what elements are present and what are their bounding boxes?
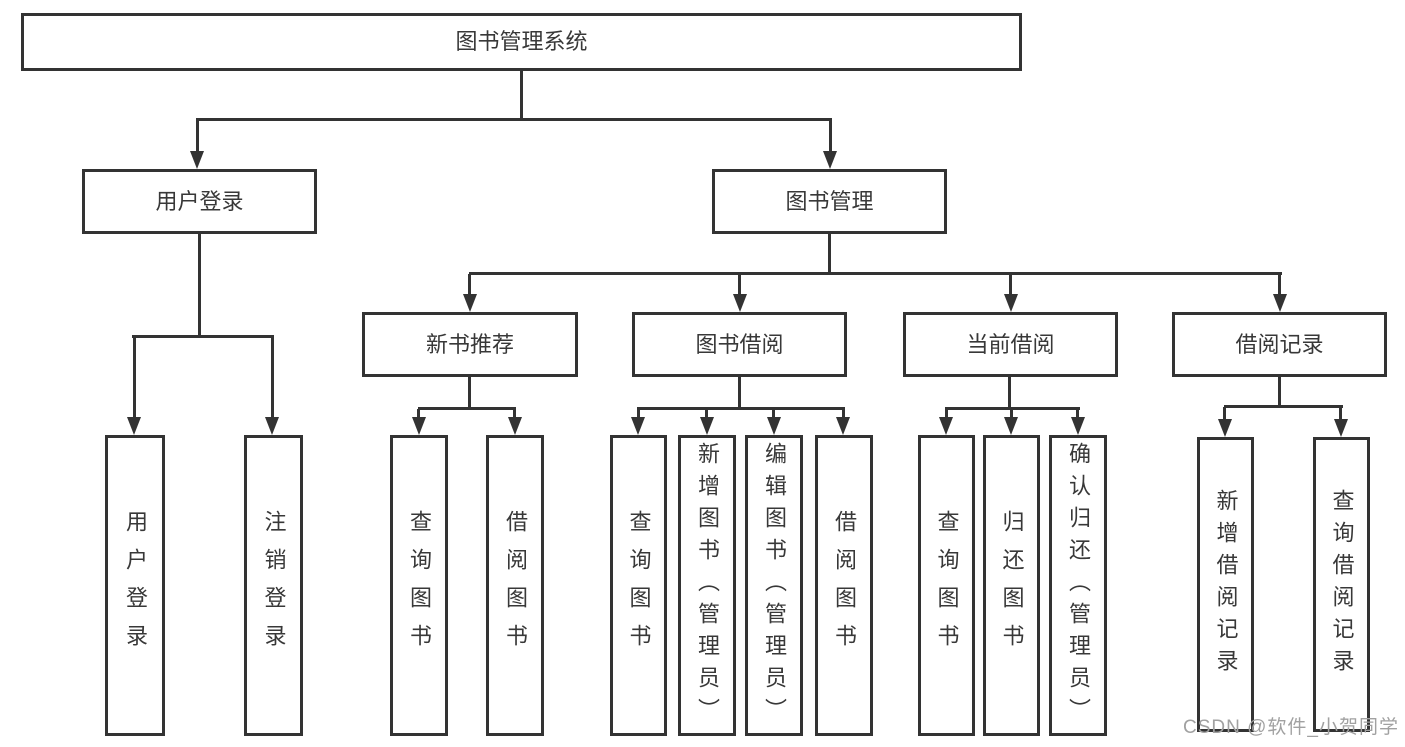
leaf-edit-book-admin-label: 编辑图书（管理员） <box>762 441 787 730</box>
connector-userlogin-drop-1 <box>133 337 136 417</box>
connector-bookmgmt-drop-1 <box>468 274 471 294</box>
arrow-down-icon <box>836 417 850 435</box>
connector-current-bar <box>945 407 1080 410</box>
node-root: 图书管理系统 <box>21 13 1022 71</box>
leaf-query-book-a: 查询图书 <box>390 435 448 736</box>
node-user-login: 用户登录 <box>82 169 317 234</box>
arrow-down-icon <box>823 151 837 169</box>
csdn-watermark: CSDN @软件_小贺同学 <box>1183 717 1399 738</box>
leaf-logout: 注销登录 <box>244 435 303 736</box>
connector-current-stem <box>1008 377 1011 408</box>
arrow-down-icon <box>1004 294 1018 312</box>
node-book-borrow: 图书借阅 <box>632 312 847 377</box>
connector-root-drop-right <box>829 120 832 152</box>
connector-borrow-drop-2 <box>705 409 708 418</box>
leaf-add-book-admin: 新增图书（管理员） <box>678 435 736 736</box>
leaf-query-book-c: 查询图书 <box>918 435 975 736</box>
connector-current-drop-3 <box>1076 409 1079 418</box>
leaf-borrow-book-a-label: 借阅图书 <box>503 509 528 662</box>
arrow-down-icon <box>190 151 204 169</box>
arrow-down-icon <box>463 294 477 312</box>
connector-borrow-stem <box>738 377 741 408</box>
leaf-confirm-return-admin: 确认归还（管理员） <box>1049 435 1107 736</box>
connector-bookmgmt-drop-2 <box>738 274 741 294</box>
connector-newbook-drop-2 <box>513 409 516 418</box>
node-book-borrow-label: 图书借阅 <box>695 331 784 357</box>
node-new-book-recommend: 新书推荐 <box>362 312 578 377</box>
leaf-borrow-book-b: 借阅图书 <box>815 435 873 736</box>
arrow-down-icon <box>508 417 522 435</box>
node-root-label: 图书管理系统 <box>455 29 588 54</box>
arrow-down-icon <box>412 417 426 435</box>
connector-borrow-drop-1 <box>637 409 640 418</box>
connector-userlogin-drop-2 <box>271 337 274 417</box>
connector-newbook-bar <box>418 407 516 410</box>
arrow-down-icon <box>700 417 714 435</box>
leaf-return-book-label: 归还图书 <box>999 509 1025 662</box>
leaf-query-book-b-label: 查询图书 <box>626 509 652 662</box>
connector-userlogin-bar <box>132 335 274 338</box>
connector-current-drop-1 <box>945 409 948 418</box>
arrow-down-icon <box>1218 419 1232 437</box>
node-book-management: 图书管理 <box>712 169 947 234</box>
leaf-return-book: 归还图书 <box>983 435 1040 736</box>
leaf-query-borrow-record-label: 查询借阅记录 <box>1329 488 1355 681</box>
node-borrow-records: 借阅记录 <box>1172 312 1387 377</box>
arrow-down-icon <box>127 417 141 435</box>
leaf-query-borrow-record: 查询借阅记录 <box>1313 437 1370 732</box>
connector-records-drop-1 <box>1223 407 1226 419</box>
arrow-down-icon <box>1334 419 1348 437</box>
leaf-query-book-c-label: 查询图书 <box>934 509 960 662</box>
leaf-borrow-book-b-label: 借阅图书 <box>832 509 857 662</box>
node-current-borrow-label: 当前借阅 <box>966 331 1055 357</box>
connector-bookmgmt-stem <box>828 233 831 272</box>
node-borrow-records-label: 借阅记录 <box>1235 331 1324 357</box>
leaf-logout-label: 注销登录 <box>261 509 287 662</box>
leaf-add-borrow-record-label: 新增借阅记录 <box>1213 488 1239 681</box>
leaf-add-book-admin-label: 新增图书（管理员） <box>695 441 720 730</box>
connector-newbook-stem <box>468 377 471 408</box>
leaf-confirm-return-admin-label: 确认归还（管理员） <box>1066 441 1091 730</box>
arrow-down-icon <box>939 417 953 435</box>
connector-root-stem <box>520 71 523 119</box>
connector-bookmgmt-drop-4 <box>1278 274 1281 294</box>
arrow-down-icon <box>1004 417 1018 435</box>
connector-root-drop-left <box>196 120 199 152</box>
connector-root-bar <box>196 118 832 121</box>
arrow-down-icon <box>767 417 781 435</box>
leaf-borrow-book-a: 借阅图书 <box>486 435 544 736</box>
connector-borrow-drop-3 <box>772 409 775 418</box>
arrow-down-icon <box>631 417 645 435</box>
leaf-query-book-a-label: 查询图书 <box>407 509 432 662</box>
connector-current-drop-2 <box>1010 409 1013 418</box>
node-book-management-label: 图书管理 <box>785 188 874 214</box>
connector-borrow-bar <box>637 407 845 410</box>
connector-records-bar <box>1224 405 1343 408</box>
node-current-borrow: 当前借阅 <box>903 312 1118 377</box>
leaf-query-book-b: 查询图书 <box>610 435 667 736</box>
leaf-user-login-label: 用户登录 <box>123 509 148 662</box>
connector-newbook-drop-1 <box>417 409 420 418</box>
leaf-user-login: 用户登录 <box>105 435 165 736</box>
arrow-down-icon <box>733 294 747 312</box>
connector-bookmgmt-drop-3 <box>1009 274 1012 294</box>
arrow-down-icon <box>1071 417 1085 435</box>
node-user-login-label: 用户登录 <box>155 188 244 214</box>
arrow-down-icon <box>1273 294 1287 312</box>
leaf-edit-book-admin: 编辑图书（管理员） <box>745 435 803 736</box>
node-new-book-recommend-label: 新书推荐 <box>425 331 514 357</box>
leaf-add-borrow-record: 新增借阅记录 <box>1197 437 1254 732</box>
connector-records-drop-2 <box>1339 407 1342 419</box>
connector-borrow-drop-4 <box>842 409 845 418</box>
connector-userlogin-stem <box>198 234 201 335</box>
connector-records-stem <box>1278 377 1281 406</box>
arrow-down-icon <box>265 417 279 435</box>
connector-bookmgmt-bar <box>469 272 1282 275</box>
